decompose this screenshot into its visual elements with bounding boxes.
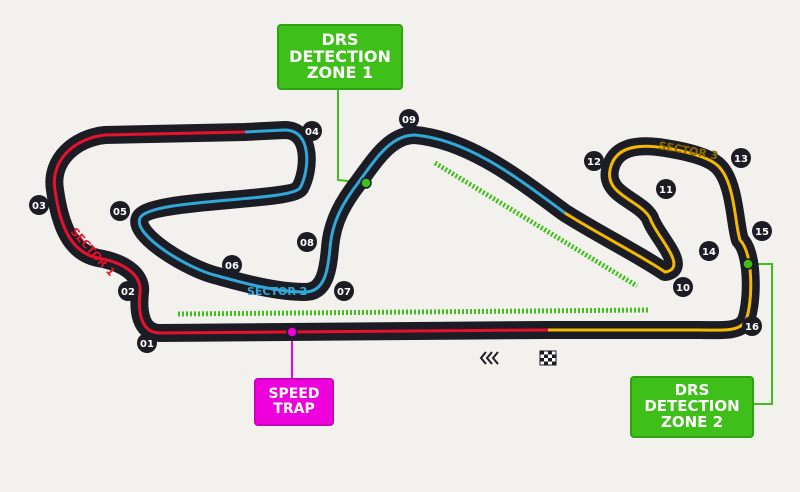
turn-badge-07: 07 [334,281,354,301]
svg-text:13: 13 [734,154,748,165]
drs-detection-zone-2-label: DRS DETECTION ZONE 2 [644,381,740,431]
svg-text:08: 08 [300,238,314,249]
double-chevron-left-icon [479,351,499,365]
turn-badge-16: 16 [742,316,762,336]
checkered-flag-icon [539,350,557,366]
speed-trap-point [286,326,298,338]
turn-badge-11: 11 [656,179,676,199]
turn-badge-10: 10 [673,277,693,297]
svg-text:06: 06 [225,261,239,272]
turn-badge-04: 04 [302,121,322,141]
turn-badge-09: 09 [399,109,419,129]
svg-text:12: 12 [587,157,601,168]
svg-text:01: 01 [140,339,154,350]
turn-badge-06: 06 [222,255,242,275]
sector-3-line [548,144,753,332]
turn-badge-14: 14 [699,241,719,261]
drs-1-detection-point [360,177,372,189]
track-surface [45,121,760,342]
svg-text:03: 03 [32,201,46,212]
turn-badge-13: 13 [731,148,751,168]
sector-2-line [137,128,566,294]
turn-badge-02: 02 [118,281,138,301]
svg-text:04: 04 [305,127,319,138]
sector-1-line [52,130,549,335]
drs-zone-back-straight [433,160,639,289]
svg-text:14: 14 [702,247,716,258]
drs-detection-zone-2-callout: DRS DETECTION ZONE 2 [630,376,754,438]
sector-2-label: SECTOR 2 [247,285,307,298]
speed-trap-label: SPEED TRAP [268,386,320,417]
svg-text:09: 09 [402,115,416,126]
drs-detection-zone-1-label: DRS DETECTION ZONE 1 [289,29,391,83]
turn-badge-08: 08 [297,232,317,252]
turn-badge-03: 03 [29,195,49,215]
drs-2-connector [748,263,773,405]
svg-text:11: 11 [659,185,673,196]
drs-2-detection-point [742,258,754,270]
turn-badge-01: 01 [137,333,157,353]
speed-trap-callout: SPEED TRAP [254,378,334,426]
svg-text:07: 07 [337,287,351,298]
svg-text:05: 05 [113,207,127,218]
svg-text:16: 16 [745,322,759,333]
drs-detection-zone-1-callout: DRS DETECTION ZONE 1 [277,24,403,90]
svg-text:10: 10 [676,283,690,294]
svg-text:02: 02 [121,287,135,298]
turn-badge-05: 05 [110,201,130,221]
turn-badge-15: 15 [752,221,772,241]
svg-text:15: 15 [755,227,769,238]
drs-zone-main-straight [177,307,649,317]
turn-badge-12: 12 [584,151,604,171]
